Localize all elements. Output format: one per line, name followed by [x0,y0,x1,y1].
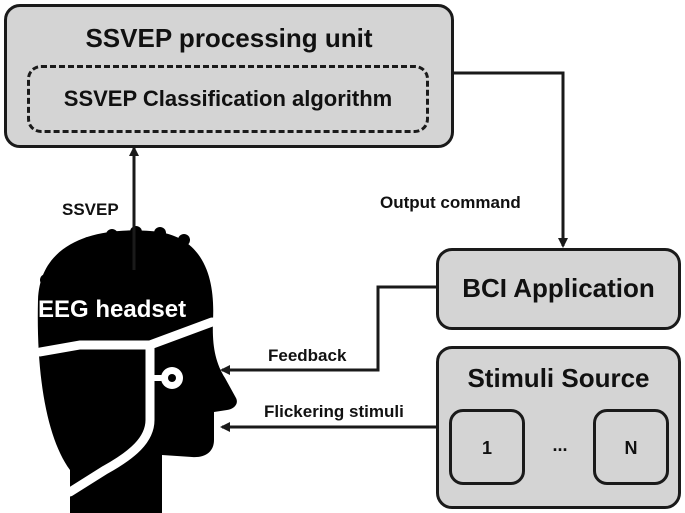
eeg-headset-label: EEG headset [38,296,187,323]
stimulus-n-box: N [593,409,669,485]
feedback-arrow [220,285,437,375]
stimuli-source-box: Stimuli Source 1 ... N [436,346,681,509]
bci-application-box: BCI Application [436,248,681,330]
output-command-label: Output command [380,193,521,212]
processing-unit-box: SSVEP processing unit SSVEP Classificati… [4,4,454,148]
flickering-stimuli-label: Flickering stimuli [264,402,404,421]
feedback-label: Feedback [268,346,347,365]
processing-unit-title: SSVEP processing unit [85,23,373,53]
stimulus-1-label: 1 [481,438,492,458]
ssvep-arrow-label: SSVEP [62,200,119,219]
stimuli-source-title: Stimuli Source [467,363,650,393]
classification-algorithm-box: SSVEP Classification algorithm [27,65,429,133]
stimulus-1-box: 1 [449,409,525,485]
bci-application-label: BCI Application [462,273,655,303]
head-silhouette-icon [35,226,237,513]
stimulus-n-label: N [624,438,638,458]
stimuli-ellipsis: ... [552,435,568,455]
classification-algorithm-label: SSVEP Classification algorithm [63,86,393,111]
output-command-arrow [454,71,568,248]
